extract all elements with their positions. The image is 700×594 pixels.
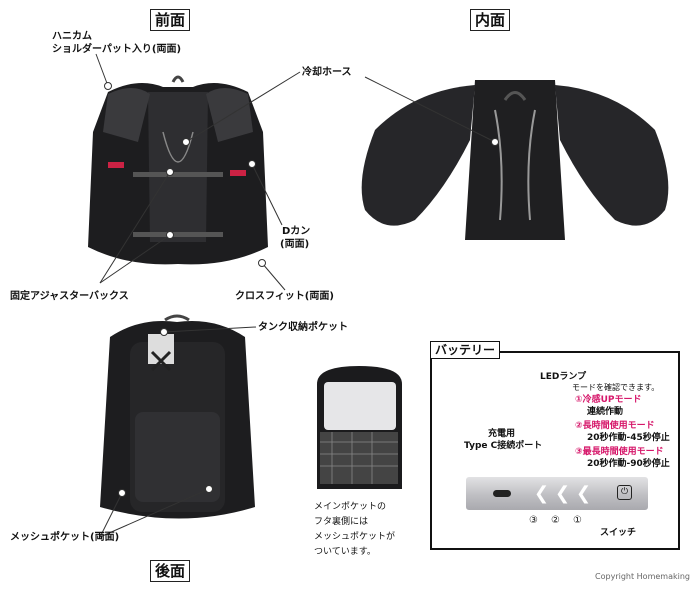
marker-honeycomb xyxy=(104,82,112,90)
mode1-desc: 連続作動 xyxy=(587,407,624,417)
power-icon: ⏻ xyxy=(620,487,629,497)
led-chevron-1: ❮ xyxy=(576,483,592,504)
note-line: メインポケットの xyxy=(314,502,387,512)
back-vest-photo xyxy=(100,314,255,519)
section-label-front: 前面 xyxy=(150,9,191,31)
battery-device: ❮ ❮ ❮ ⏻ xyxy=(466,477,648,510)
marker-cooling-hose-front xyxy=(182,138,190,146)
mode-check-text: モードを確認できます。 xyxy=(572,383,660,392)
copyright: Copyright Homemaking xyxy=(595,572,690,581)
label-cross-fit: クロスフィット(両面) xyxy=(235,291,334,302)
switch-label: スイッチ xyxy=(600,528,637,538)
charging-port-label-2: Type C接続ポート xyxy=(464,441,543,451)
marker-mesh-pocket-right xyxy=(205,485,213,493)
label-tank-pocket: タンク収納ポケット xyxy=(258,322,348,333)
marker-d-ring xyxy=(248,160,256,168)
inner-vest-photo xyxy=(361,80,669,240)
note-line: メッシュポケットが xyxy=(314,532,396,542)
type-c-port xyxy=(493,490,511,497)
mode3-label: ③最長時間使用モード xyxy=(575,447,664,457)
marker-adjuster-upper xyxy=(166,168,174,176)
label-adjuster-buckle: 固定アジャスターバックス xyxy=(10,291,129,302)
mode2-label: ②長時間使用モード xyxy=(575,421,655,431)
battery-title: バッテリー xyxy=(430,341,501,359)
label-cooling-hose: 冷却ホース xyxy=(302,67,352,78)
front-vest-photo xyxy=(88,75,268,265)
label-d-ring-sides: (両面) xyxy=(280,239,310,250)
charging-port-label-1: 充電用 xyxy=(488,429,516,439)
section-label-back: 後面 xyxy=(150,560,191,582)
main-pocket-note: メインポケットの フタ裏側には メッシュポケットが ついています。 xyxy=(314,500,395,560)
mode2-desc: 20秒作動-45秒停止 xyxy=(587,433,670,443)
led-chevron-2: ❮ xyxy=(555,483,571,504)
pocket-lid-photo xyxy=(317,366,402,489)
marker-cooling-hose-inner xyxy=(491,138,499,146)
label-mesh-pocket: メッシュポケット(両面) xyxy=(10,532,120,543)
power-switch[interactable]: ⏻ xyxy=(617,485,632,500)
marker-cross-fit xyxy=(258,259,266,267)
label-d-ring: Dカン xyxy=(282,226,311,237)
marker-tank-pocket xyxy=(160,328,168,336)
marker-adjuster-lower xyxy=(166,231,174,239)
led-chevron-3: ❮ xyxy=(534,483,550,504)
led-number-2: ② xyxy=(551,515,560,526)
section-label-inner: 内面 xyxy=(470,9,511,31)
mode1-label: ①冷感UPモード xyxy=(575,395,642,405)
label-shoulder-pad: ショルダーパット入り(両面) xyxy=(52,44,182,55)
led-number-1: ① xyxy=(573,515,582,526)
label-honeycomb: ハニカム xyxy=(52,31,92,42)
note-line: フタ裏側には xyxy=(314,517,369,527)
led-lamp-label: LEDランプ xyxy=(540,372,587,382)
marker-mesh-pocket-left xyxy=(118,489,126,497)
mode3-desc: 20秒作動-90秒停止 xyxy=(587,459,670,469)
led-number-3: ③ xyxy=(529,515,538,526)
battery-panel: バッテリー LEDランプ モードを確認できます。 ①冷感UPモード 連続作動 ②… xyxy=(430,341,680,550)
note-line: ついています。 xyxy=(314,547,376,557)
